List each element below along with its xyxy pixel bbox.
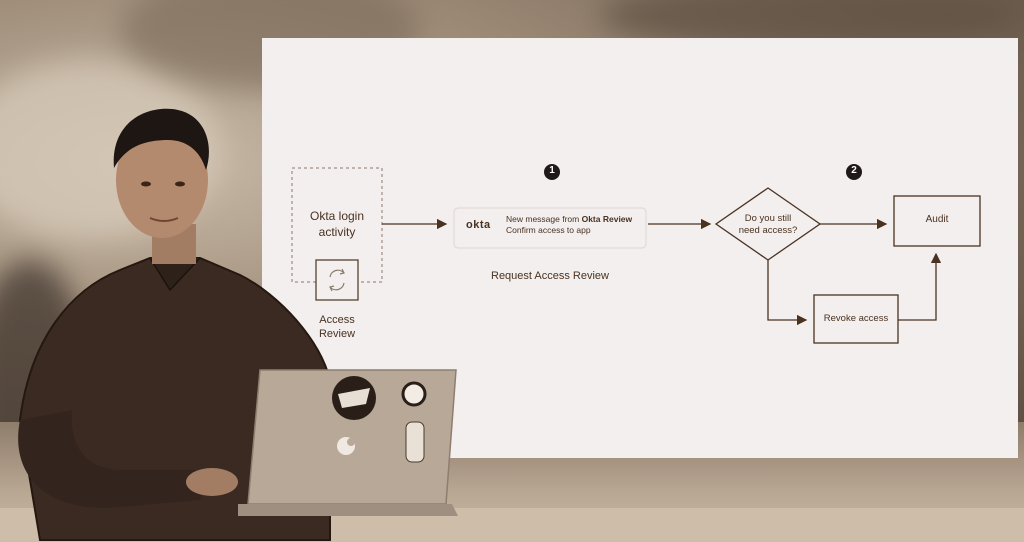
request-access-review-label: Request Access Review xyxy=(491,270,609,282)
notification-sender: Okta Review xyxy=(581,214,633,224)
access-review-icon-box xyxy=(315,259,359,301)
okta-logo: okta xyxy=(466,219,491,231)
audit-label: Audit xyxy=(925,214,949,225)
notification-card xyxy=(453,207,647,249)
step-2-number: 2 xyxy=(851,165,857,176)
revoke-box xyxy=(813,294,899,344)
audit-box xyxy=(893,195,981,247)
access-review-label: Access Review xyxy=(297,313,377,341)
access-review-line-1: Access xyxy=(319,314,355,326)
laptop xyxy=(238,369,458,516)
decision-label: Do you still need access? xyxy=(728,213,808,237)
notification-text: New message from Okta Review Confirm acc… xyxy=(506,214,632,236)
sticker-icon xyxy=(405,421,425,463)
notification-prefix: New message from xyxy=(506,214,582,224)
notification-line-2: Confirm access to app xyxy=(506,225,591,235)
decision-line-1: Do you still xyxy=(744,213,792,224)
login-activity-label: Okta login activity xyxy=(292,208,382,240)
apple-logo-icon xyxy=(337,437,355,455)
login-activity-line-1: Okta login xyxy=(309,209,365,223)
notification-line-1: New message from Okta Review xyxy=(506,214,632,225)
access-review-line-2: Review xyxy=(318,328,356,340)
sticker-icon xyxy=(332,376,376,420)
login-activity-line-2: activity xyxy=(318,225,356,239)
desk xyxy=(0,508,1024,542)
revoke-label: Revoke access xyxy=(823,313,889,324)
step-2-badge xyxy=(846,164,862,180)
flow-diagram xyxy=(291,164,981,344)
arrow-to-revoke xyxy=(767,260,808,326)
step-1-number: 1 xyxy=(549,165,555,176)
step-1-badge xyxy=(544,164,560,180)
sticker-icon xyxy=(401,381,427,407)
decision-line-2: need access? xyxy=(738,225,798,236)
arrow-revoke-to-audit xyxy=(898,252,942,321)
laptop-base xyxy=(238,504,458,516)
